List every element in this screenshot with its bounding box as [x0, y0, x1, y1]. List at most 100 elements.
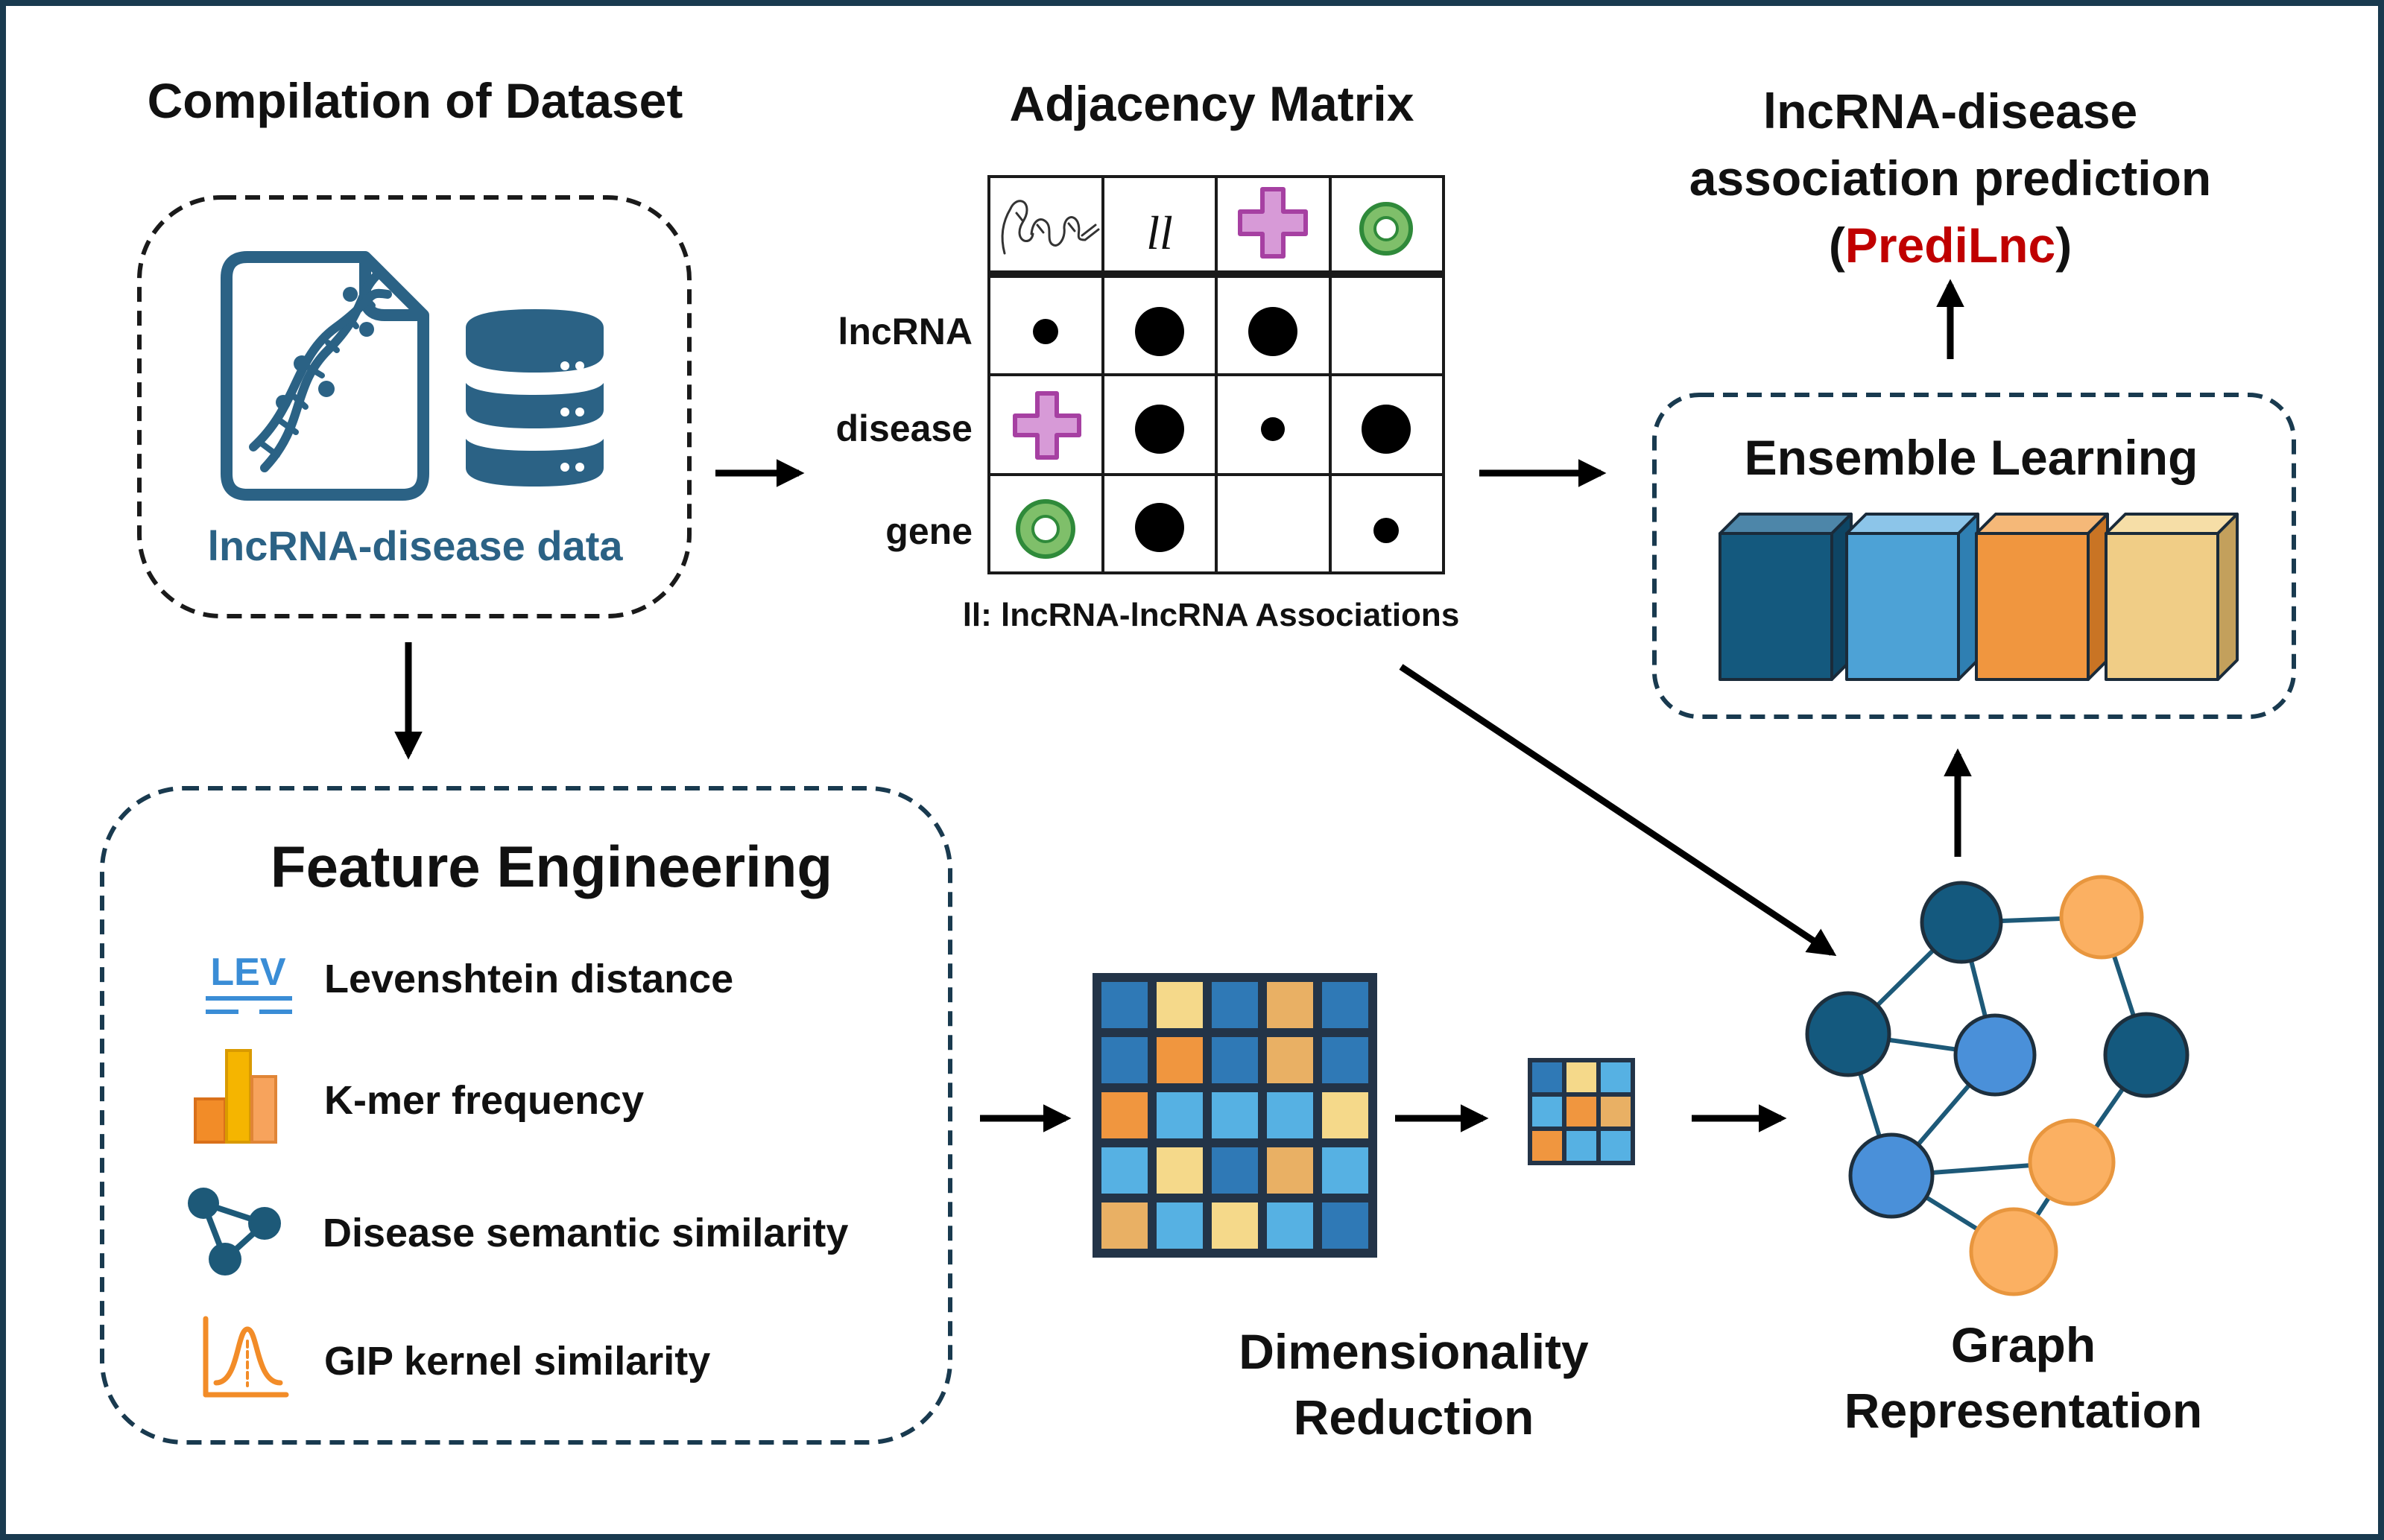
- matrix-cell: [1101, 1092, 1148, 1138]
- matrix-cell: [1532, 1097, 1562, 1127]
- prediction-title-line-2: association prediction: [1689, 150, 2211, 206]
- lev-icon: LEV: [206, 951, 292, 1014]
- adjacency-table: [987, 175, 1445, 574]
- flow-arrows: [394, 279, 1972, 1132]
- matrix-cell: [1322, 1147, 1368, 1194]
- matrix-cell: [1267, 1092, 1313, 1138]
- feature-title: Feature Engineering: [271, 834, 832, 899]
- matrix-cell: [1601, 1062, 1631, 1092]
- cell-dot: [1248, 307, 1297, 356]
- database-icon: [466, 309, 604, 487]
- ll-symbol-icon: ll: [1146, 206, 1173, 259]
- cell-dot: [1033, 319, 1058, 344]
- matrix-cell: [1101, 1037, 1148, 1083]
- matrix-cell: [1212, 982, 1258, 1028]
- matrix-cell: [1566, 1131, 1596, 1161]
- matrix-cell: [1267, 1037, 1313, 1083]
- matrix-cell: [1212, 1202, 1258, 1249]
- dimensionality-title-line-2: Reduction: [1294, 1390, 1534, 1445]
- prediction-name-line: (PrediLnc): [1829, 218, 2072, 273]
- cell-dot: [1135, 405, 1184, 454]
- dimensionality-title-line-1: Dimensionality: [1239, 1324, 1589, 1379]
- dataset-box: [137, 195, 692, 618]
- ensemble-block-4: [2105, 513, 2239, 681]
- feature-label-levenshtein: Levenshtein distance: [324, 957, 733, 1001]
- graph-node: [1920, 881, 2003, 964]
- matrix-cell: [1601, 1097, 1631, 1127]
- graph-node: [2028, 1118, 2116, 1206]
- feature-box: [100, 786, 952, 1445]
- gaussian-curve-icon: [203, 1316, 289, 1398]
- dna-file-icon: [221, 251, 429, 501]
- adjacency-note: ll: lncRNA-lncRNA Associations: [963, 597, 1460, 633]
- graph-title-line-1: Graph: [1951, 1317, 2096, 1372]
- row-label-disease: disease: [836, 408, 973, 449]
- ensemble-title: Ensemble Learning: [1745, 430, 2198, 485]
- matrix-cell: [1322, 1092, 1368, 1138]
- gene-ring-icon: [1359, 202, 1413, 256]
- reduced-matrix: [1528, 1058, 1635, 1165]
- feature-matrix: [1093, 973, 1377, 1258]
- matrix-cell: [1267, 982, 1313, 1028]
- matrix-cell: [1212, 1037, 1258, 1083]
- matrix-cell: [1101, 1147, 1148, 1194]
- matrix-cell: [1566, 1097, 1596, 1127]
- ensemble-block-3: [1975, 513, 2109, 681]
- graph-node: [1953, 1013, 2037, 1097]
- feature-label-gip: GIP kernel similarity: [324, 1339, 710, 1384]
- network-icon: [188, 1188, 281, 1276]
- graph-node: [1969, 1207, 2058, 1296]
- gene-ring-icon: [1016, 499, 1075, 559]
- graph-node: [2103, 1012, 2189, 1098]
- matrix-cell: [1101, 982, 1148, 1028]
- matrix-cell: [1157, 1147, 1203, 1194]
- predilnc-name: PrediLnc: [1845, 218, 2055, 273]
- paren-close: ): [2055, 218, 2072, 273]
- row-label-gene: gene: [885, 510, 973, 552]
- matrix-cell: [1532, 1062, 1562, 1092]
- matrix-cell: [1212, 1147, 1258, 1194]
- matrix-cell: [1267, 1202, 1313, 1249]
- matrix-cell: [1601, 1131, 1631, 1161]
- ensemble-block-2: [1845, 513, 1979, 681]
- matrix-cell: [1157, 982, 1203, 1028]
- graph-node: [1805, 991, 1891, 1077]
- ensemble-box: [1652, 393, 2296, 719]
- matrix-cell: [1267, 1147, 1313, 1194]
- graph-title-line-2: Representation: [1844, 1383, 2202, 1438]
- cell-dot: [1135, 503, 1184, 552]
- disease-plus-icon: [1238, 187, 1308, 259]
- matrix-cell: [1157, 1092, 1203, 1138]
- graph-node: [2059, 875, 2144, 960]
- arrow-matrix-to-graph: [1399, 664, 1837, 957]
- row-label-lncrna: lncRNA: [838, 311, 973, 352]
- lncrna-structure-icon: [1001, 200, 1100, 255]
- matrix-cell: [1322, 1202, 1368, 1249]
- dataset-box-label: lncRNA-disease data: [207, 522, 623, 569]
- matrix-cell: [1101, 1202, 1148, 1249]
- feature-label-kmer: K-mer frequency: [324, 1078, 644, 1123]
- ensemble-blocks: [1719, 513, 2239, 681]
- matrix-cell: [1322, 982, 1368, 1028]
- cell-dot: [1261, 417, 1285, 441]
- matrix-cell: [1322, 1037, 1368, 1083]
- matrix-cell: [1157, 1037, 1203, 1083]
- bar-chart-icon: [194, 1049, 277, 1144]
- prediction-title-line-1: lncRNA-disease: [1763, 83, 2138, 139]
- cell-dot: [1373, 518, 1399, 543]
- lev-icon-text: LEV: [210, 951, 285, 994]
- disease-plus-icon: [1013, 391, 1081, 460]
- matrix-cell: [1157, 1202, 1203, 1249]
- matrix-cell: [1212, 1092, 1258, 1138]
- graph-node: [1848, 1132, 1935, 1219]
- cell-dot: [1135, 307, 1184, 356]
- graph-nodes: [1805, 875, 2189, 1296]
- matrix-cell: [1566, 1062, 1596, 1092]
- cell-dot: [1362, 405, 1411, 454]
- adjacency-cells: [1033, 307, 1411, 552]
- paren-open: (: [1829, 218, 1845, 273]
- adjacency-title: Adjacency Matrix: [1010, 76, 1414, 131]
- dataset-title: Compilation of Dataset: [148, 73, 683, 128]
- feature-label-disease-semantic: Disease semantic similarity: [323, 1211, 848, 1255]
